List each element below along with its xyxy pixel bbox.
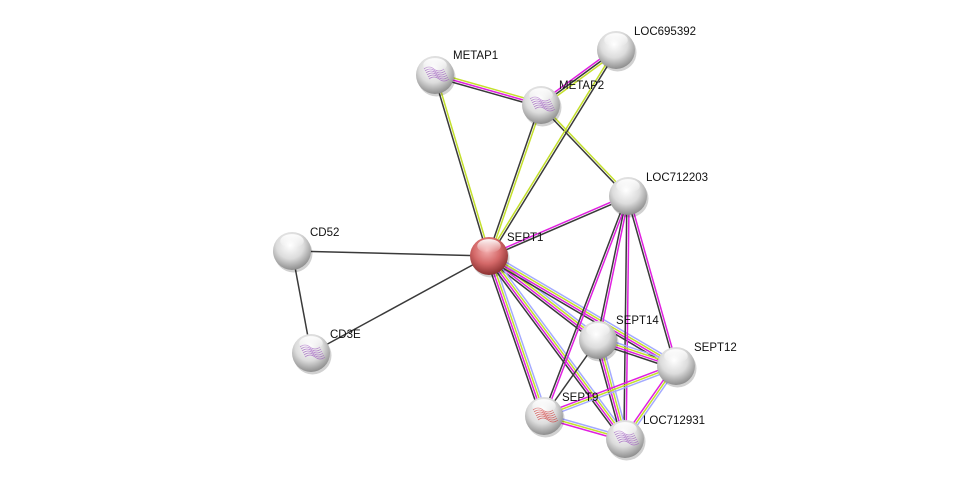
edge-evidence-black bbox=[487, 104, 541, 256]
node-highlight bbox=[664, 349, 688, 363]
node-label: LOC712203 bbox=[646, 172, 708, 184]
edge-evidence-magenta bbox=[628, 195, 678, 366]
node-highlight bbox=[586, 323, 610, 337]
node-metap1[interactable]: METAP1 bbox=[416, 50, 498, 97]
node-sept12[interactable]: SEPT12 bbox=[657, 342, 737, 388]
node-sept14[interactable]: SEPT14 bbox=[579, 315, 659, 362]
edge-sept1-loc712931[interactable] bbox=[485, 253, 629, 442]
edge-evidence-magenta bbox=[487, 256, 544, 417]
edge-loc712203-sept9[interactable] bbox=[542, 195, 630, 417]
node-label: SEPT12 bbox=[694, 342, 737, 354]
node-label: SEPT9 bbox=[562, 392, 598, 404]
node-label: METAP1 bbox=[453, 50, 498, 62]
node-label: LOC695392 bbox=[634, 26, 696, 38]
edge-evidence-black bbox=[485, 256, 542, 418]
edge-metap1-sept1[interactable] bbox=[433, 74, 491, 257]
node-highlight bbox=[532, 399, 556, 413]
node-highlight bbox=[529, 88, 553, 102]
edge-evidence-black bbox=[489, 196, 629, 258]
edge-sept1-sept9[interactable] bbox=[485, 254, 548, 418]
node-loc712931[interactable]: LOC712931 bbox=[606, 415, 705, 461]
edge-evidence-blue bbox=[544, 367, 678, 419]
protein-structure-icon bbox=[613, 430, 640, 446]
edge-metap2-sept1[interactable] bbox=[487, 104, 543, 257]
node-highlight bbox=[280, 234, 304, 248]
node-metap2[interactable]: METAP2 bbox=[522, 80, 604, 127]
node-highlight bbox=[477, 239, 501, 253]
edge-evidence-yellow bbox=[541, 103, 630, 196]
edge-evidence-magenta bbox=[488, 194, 628, 256]
node-sept9[interactable]: SEPT9 bbox=[525, 392, 598, 438]
edge-evidence-blue bbox=[491, 253, 629, 438]
edge-evidence-black bbox=[489, 50, 618, 257]
edge-sept1-cd52[interactable] bbox=[291, 250, 490, 257]
edge-evidence-black bbox=[623, 195, 628, 439]
edge-evidence-black bbox=[291, 250, 490, 257]
edge-evidence-yellow bbox=[489, 105, 543, 257]
node-cd3e[interactable]: CD3E bbox=[292, 329, 361, 375]
edge-evidence-magenta bbox=[542, 363, 676, 415]
node-highlight bbox=[423, 58, 447, 72]
edge-evidence-black bbox=[596, 195, 628, 340]
edge-evidence-yellow bbox=[489, 254, 627, 439]
edge-evidence-magenta bbox=[487, 256, 625, 441]
edge-evidence-yellow bbox=[487, 49, 616, 256]
node-highlight bbox=[299, 336, 323, 350]
edge-sept1-cd3e[interactable] bbox=[310, 255, 490, 354]
edge-loc712203-sept14[interactable] bbox=[596, 195, 630, 341]
edge-evidence-black bbox=[539, 105, 628, 198]
edge-evidence-yellow bbox=[543, 365, 677, 417]
node-sept1[interactable]: SEPT1 bbox=[470, 232, 543, 278]
edge-loc712203-sept12[interactable] bbox=[626, 195, 678, 367]
edge-metap2-loc712203[interactable] bbox=[539, 103, 630, 198]
edge-evidence-black bbox=[626, 196, 676, 367]
node-label: CD52 bbox=[310, 227, 339, 239]
node-loc695392[interactable]: LOC695392 bbox=[597, 26, 696, 72]
node-label: CD3E bbox=[330, 329, 361, 341]
node-label: METAP2 bbox=[559, 80, 604, 92]
node-label: LOC712931 bbox=[643, 415, 705, 427]
edge-sept1-loc695392[interactable] bbox=[487, 49, 618, 257]
edge-evidence-black bbox=[485, 257, 623, 442]
edge-evidence-magenta bbox=[544, 196, 630, 417]
node-highlight bbox=[616, 179, 640, 193]
edge-evidence-black bbox=[486, 258, 675, 370]
edge-sept1-loc712203[interactable] bbox=[488, 194, 629, 258]
edge-evidence-black bbox=[542, 195, 628, 416]
node-label: SEPT1 bbox=[507, 232, 543, 244]
node-loc712203[interactable]: LOC712203 bbox=[609, 172, 708, 218]
node-cd52[interactable]: CD52 bbox=[273, 227, 339, 273]
node-label: SEPT14 bbox=[616, 315, 659, 327]
edge-sept12-sept9[interactable] bbox=[542, 363, 678, 419]
node-highlight bbox=[613, 422, 637, 436]
edge-evidence-yellow bbox=[489, 255, 546, 416]
edge-evidence-magenta bbox=[598, 196, 630, 341]
edge-evidence-black bbox=[310, 255, 490, 354]
edge-evidence-yellow bbox=[435, 74, 491, 256]
node-highlight bbox=[604, 33, 628, 47]
edge-evidence-magenta bbox=[625, 196, 630, 440]
edge-loc712203-loc712931[interactable] bbox=[623, 195, 630, 440]
edge-evidence-blue bbox=[491, 254, 548, 416]
edge-evidence-black bbox=[433, 75, 489, 257]
